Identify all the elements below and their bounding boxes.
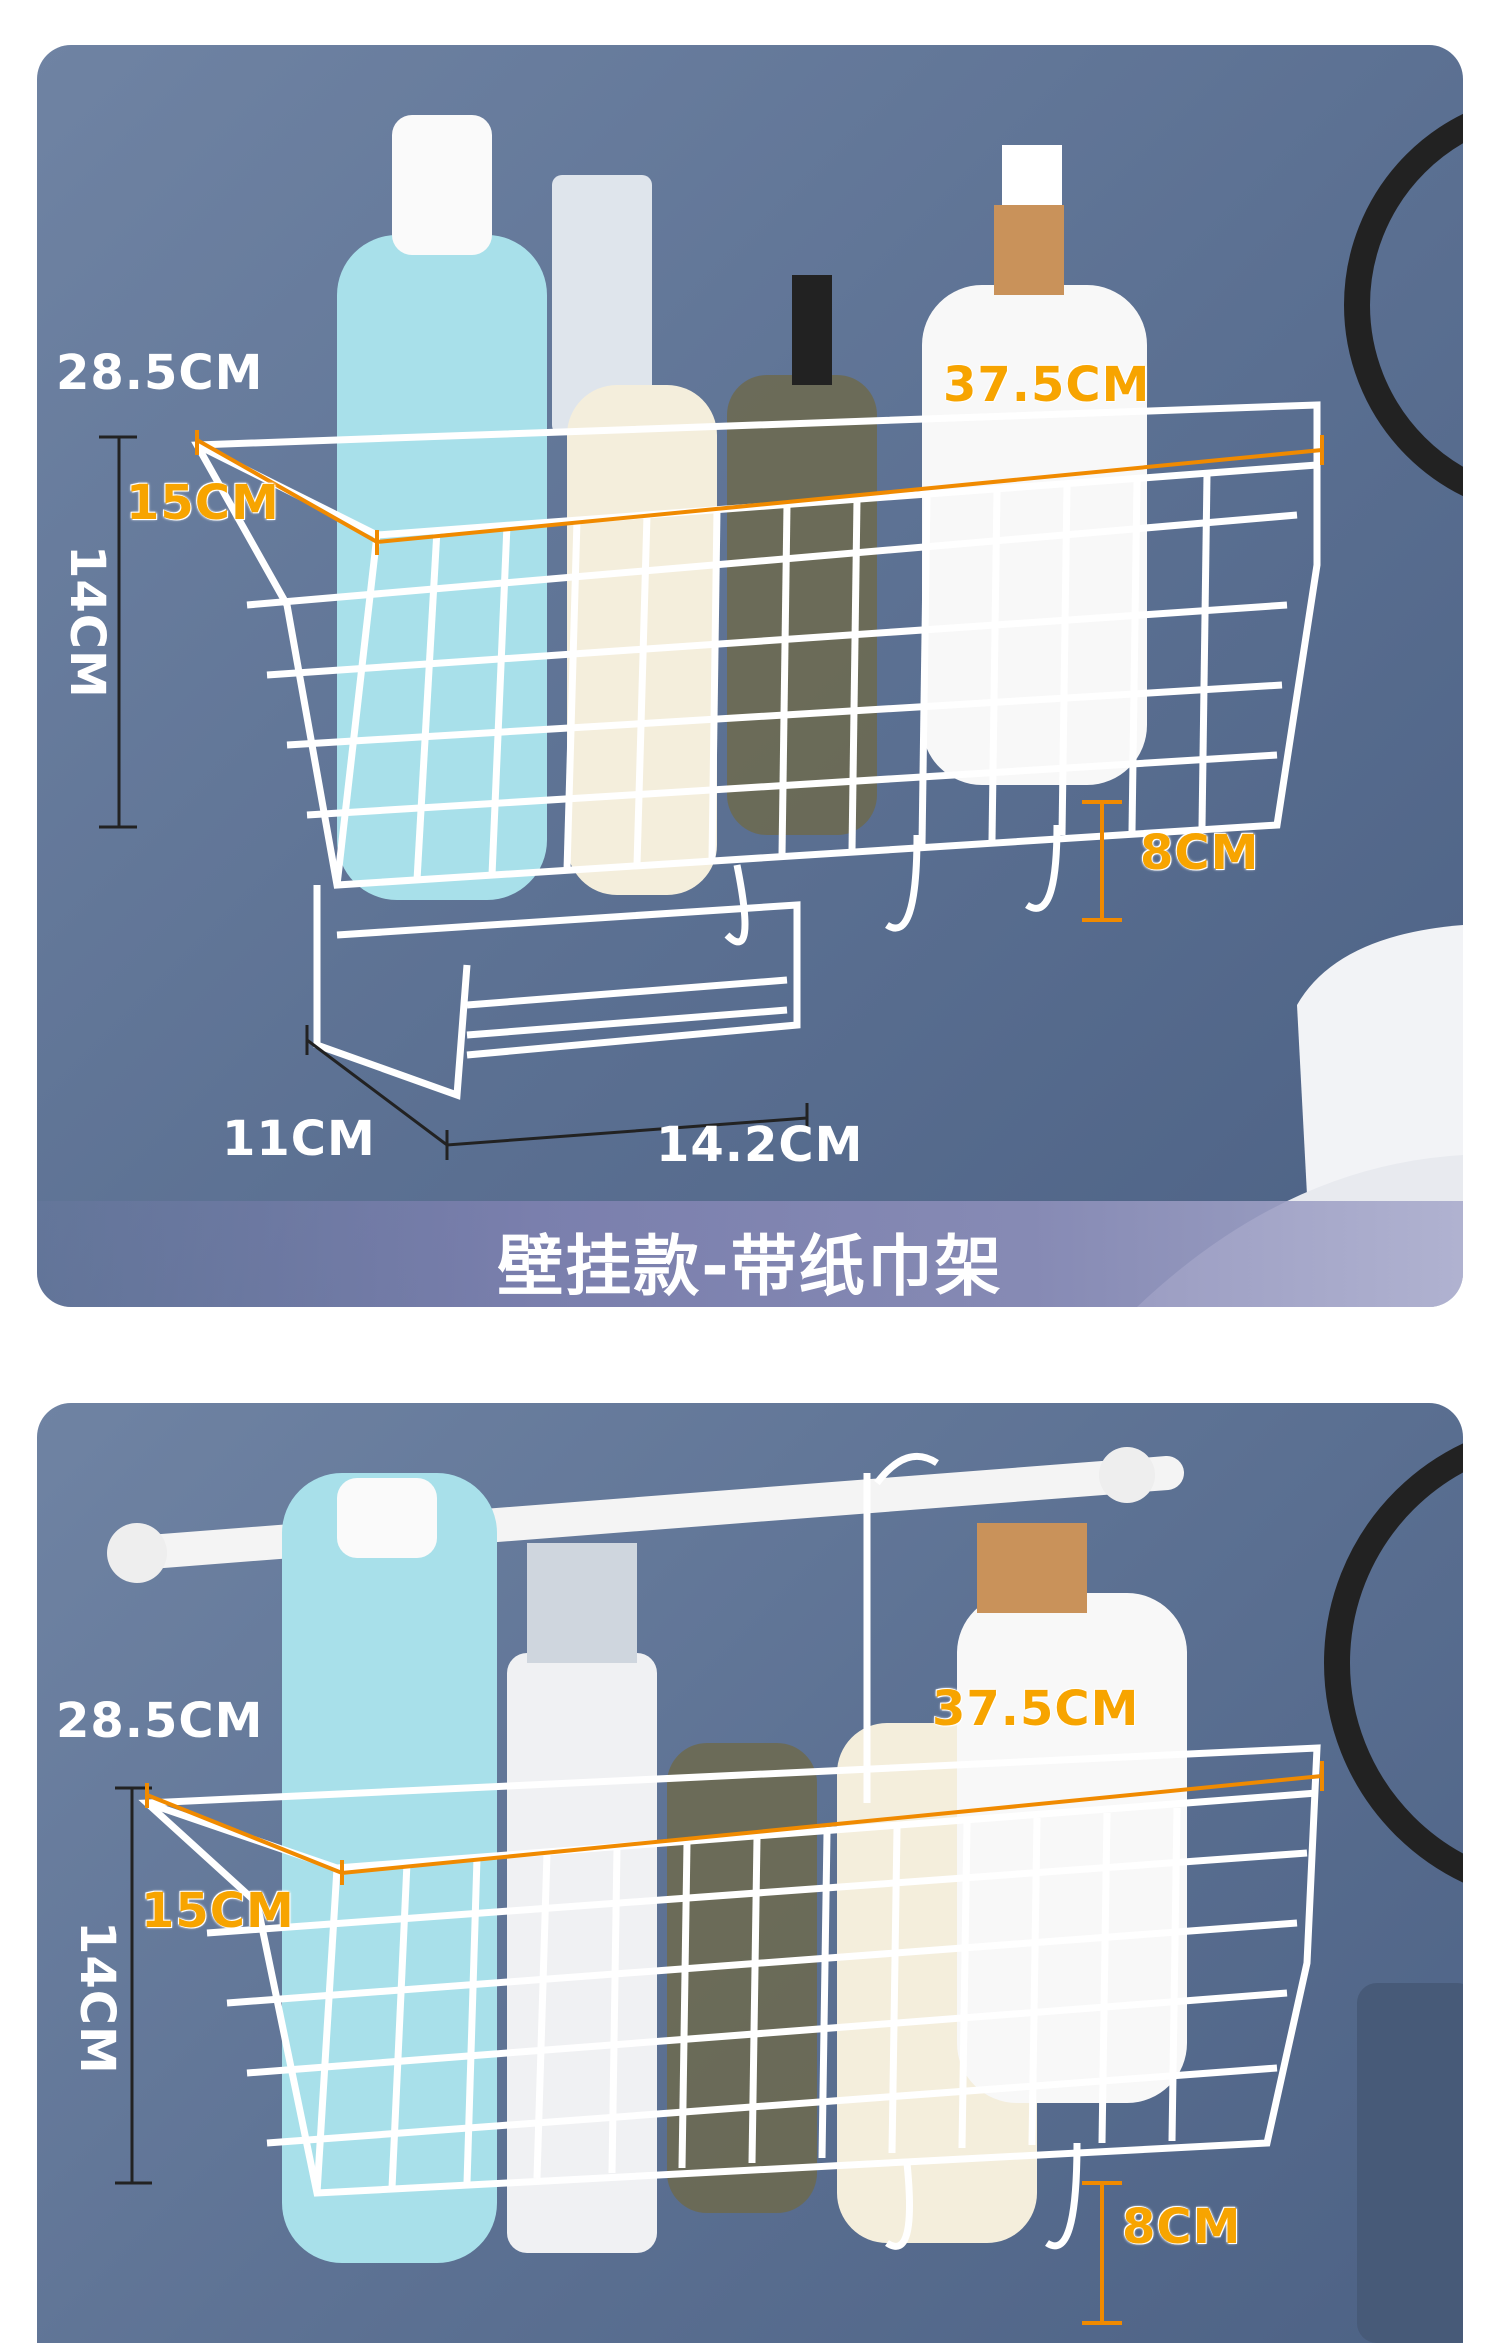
wire-basket xyxy=(191,401,1321,1100)
meraki-bottle xyxy=(667,1743,817,2213)
caption: 壁挂款-带纸巾架 xyxy=(497,1228,1003,1305)
dimension-label-37-5cm: 37.5CM xyxy=(932,1681,1140,1737)
basket-illustration xyxy=(107,1443,1463,2343)
mirror xyxy=(1324,1443,1463,1883)
dimension-label-28-5cm: 28.5CM xyxy=(56,1693,264,1749)
dispenser xyxy=(1357,1983,1463,2343)
product-image-rail-hanging: 28.5CM 15CM 14CM 37.5CM 8CM xyxy=(37,1403,1463,2343)
dimension-label-37-5cm: 37.5CM xyxy=(943,357,1151,413)
dimension-label-14-2cm: 14.2CM xyxy=(656,1117,864,1173)
product-image-wall-mounted: 28.5CM 15CM 14CM 37.5CM 8CM 11CM 14.2CM … xyxy=(37,45,1463,1307)
dimension-label-11cm: 11CM xyxy=(222,1111,376,1167)
dimension-label-8cm: 8CM xyxy=(1122,2199,1242,2255)
wire-basket xyxy=(138,1452,1321,2250)
dimension-label-15cm: 15CM xyxy=(141,1883,295,1939)
serum-bottle xyxy=(552,175,652,435)
serum-bottle xyxy=(507,1653,657,2253)
meraki-bottle xyxy=(727,375,877,835)
basket-illustration xyxy=(99,113,1463,1307)
caption-bar: 壁挂款-带纸巾架 xyxy=(37,1201,1463,1307)
dimension-label-15cm: 15CM xyxy=(126,475,280,531)
pump-bottle xyxy=(957,1593,1187,2103)
dimension-label-14cm: 14CM xyxy=(69,1921,125,2075)
dimension-label-8cm: 8CM xyxy=(1140,825,1260,881)
mirror xyxy=(1344,113,1463,497)
dimension-lines-orange xyxy=(195,430,1324,922)
dimension-label-14cm: 14CM xyxy=(59,545,115,699)
dimension-lines-black xyxy=(99,435,809,1160)
sink xyxy=(1297,925,1463,1195)
dimension-label-28-5cm: 28.5CM xyxy=(56,345,264,401)
